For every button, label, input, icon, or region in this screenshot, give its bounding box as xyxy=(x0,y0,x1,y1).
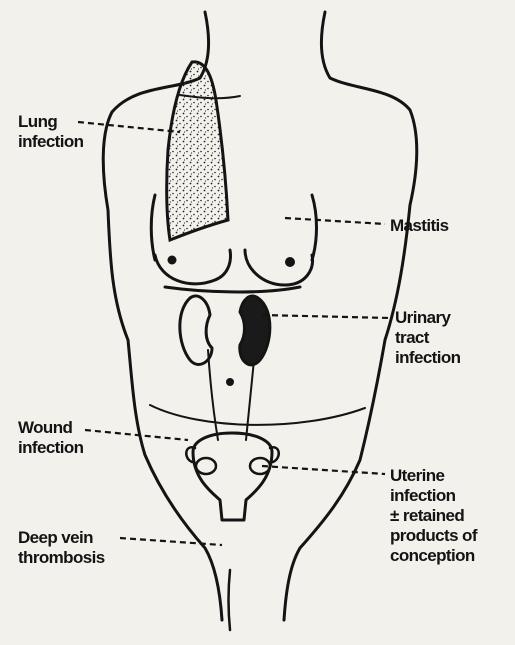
label-deep-vein-thrombosis: Deep vein thrombosis xyxy=(18,528,105,568)
infected-lung xyxy=(167,62,228,240)
underbust-line xyxy=(165,287,300,292)
left-breast xyxy=(155,250,230,284)
inner-leg-line xyxy=(229,570,231,630)
left-ureter xyxy=(208,350,218,440)
waist-crease xyxy=(150,405,365,425)
left-kidney xyxy=(180,296,212,364)
right-nipple xyxy=(285,257,295,267)
mastitis-leader-line xyxy=(285,218,385,224)
label-urinary-tract-infection: Urinary tract infection xyxy=(395,308,460,368)
label-lung-infection: Lung infection xyxy=(18,112,83,152)
lung-leader-line xyxy=(78,122,180,132)
label-wound-infection: Wound infection xyxy=(18,418,83,458)
right-breast xyxy=(245,250,313,285)
left-nipple xyxy=(168,256,177,265)
wound-leader-line xyxy=(85,430,188,440)
navel xyxy=(226,378,234,386)
label-mastitis: Mastitis xyxy=(390,216,449,236)
uterus xyxy=(193,433,272,520)
dvt-leader-line xyxy=(120,538,222,545)
right-arm-crease xyxy=(312,195,317,260)
urinary-leader-line xyxy=(262,315,390,318)
uterine-leader-line xyxy=(262,466,385,474)
infected-kidney xyxy=(240,296,270,365)
left-ovary xyxy=(196,458,216,474)
label-uterine-infection: Uterine infection ± retained products of… xyxy=(390,466,477,566)
left-arm-crease xyxy=(151,195,155,260)
